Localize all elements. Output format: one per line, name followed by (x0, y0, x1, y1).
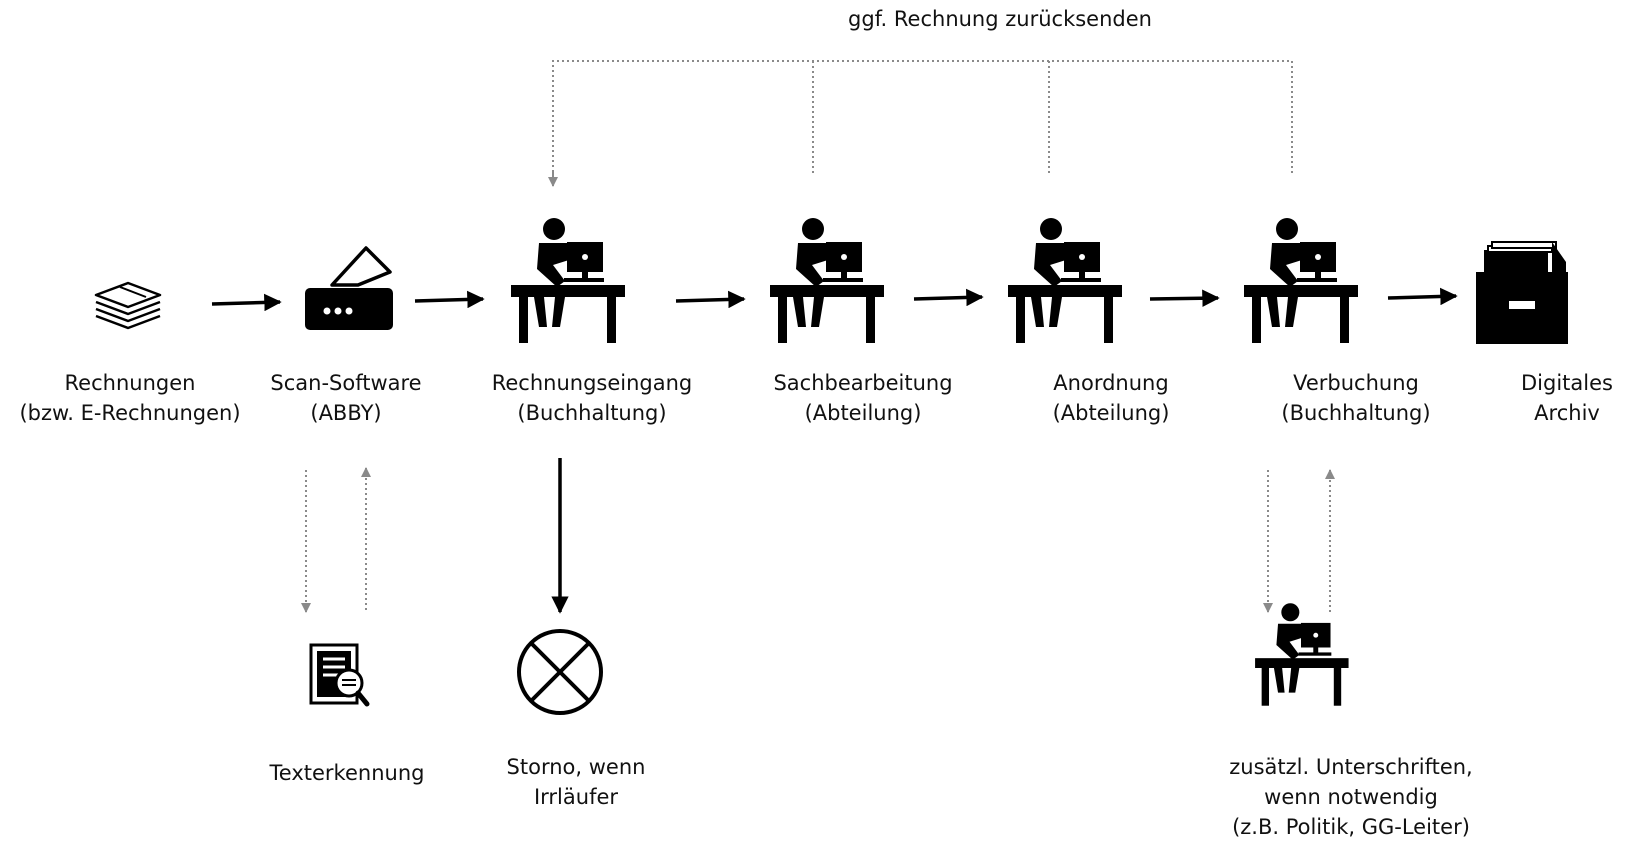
flow-arrow (414, 290, 485, 309)
person-at-desk-icon (1255, 603, 1349, 706)
stack-of-papers-icon (94, 281, 162, 330)
person-at-desk-icon (1008, 218, 1122, 343)
flow-arrow (675, 290, 746, 309)
person-at-desk-icon (511, 218, 625, 343)
node-label-verbuchung: Verbuchung (Buchhaltung) (1281, 371, 1431, 425)
return-invoice-label: ggf. Rechnung zurücksenden (848, 7, 1152, 31)
flow-arrow (1149, 289, 1220, 307)
node-label-sachbearbeitung: Sachbearbeitung (Abteilung) (773, 371, 953, 425)
node-label-rechnungseingang: Rechnungseingang (Buchhaltung) (491, 371, 693, 425)
cancel-circle-icon (517, 629, 603, 715)
node-label-texterkennung: Texterkennung (269, 761, 425, 785)
node-label-rechnungen: Rechnungen (bzw. E-Rechnungen) (19, 371, 241, 425)
node-label-storno: Storno, wenn Irrläufer (506, 755, 646, 809)
node-label-digitales-archiv: Digitales Archiv (1521, 371, 1613, 425)
file-cabinet-icon (1476, 241, 1568, 344)
node-label-scan-software: Scan-Software (ABBY) (270, 371, 422, 425)
flow-arrow (913, 288, 984, 307)
document-magnifier-icon (309, 643, 370, 707)
person-at-desk-icon (1244, 218, 1358, 343)
flow-arrow (1387, 287, 1458, 306)
return-invoice-connector (552, 60, 1293, 182)
flow-arrow (211, 293, 282, 312)
scanner-icon (305, 246, 393, 330)
node-label-anordnung: Anordnung (Abteilung) (1052, 371, 1170, 425)
person-at-desk-icon (770, 218, 884, 343)
node-label-unterschriften: zusätzl. Unterschriften, wenn notwendig … (1229, 755, 1473, 839)
